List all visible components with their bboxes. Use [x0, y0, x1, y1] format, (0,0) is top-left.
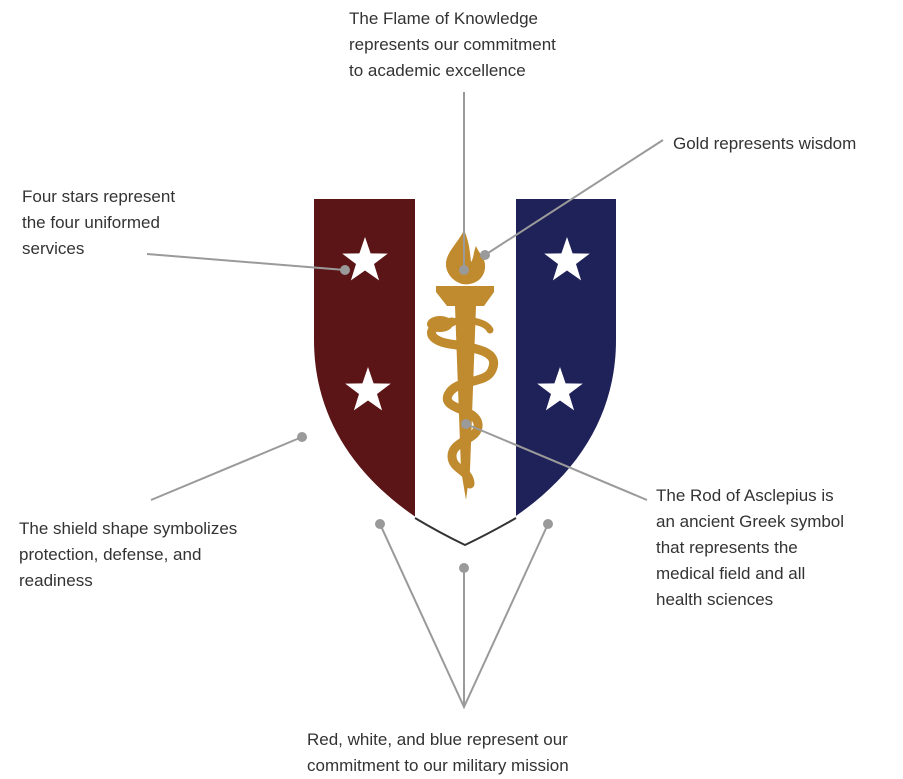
gold-leader-line [484, 139, 664, 256]
serpent-icon [427, 316, 499, 489]
star-icon [537, 367, 583, 411]
blue-panel-dot [543, 519, 553, 529]
star-icon [544, 237, 590, 281]
serpent-head-icon [427, 316, 453, 332]
red-panel-dot [375, 519, 385, 529]
stars-dot [340, 265, 350, 275]
gold-annotation: Gold represents wisdom [673, 134, 857, 153]
torch-icon [436, 230, 494, 500]
flame-annotation: The Flame of Knowledge represents our co… [349, 9, 556, 80]
white-panel-dot [459, 563, 469, 573]
gold-dot [480, 250, 490, 260]
rod-annotation: The Rod of Asclepius is an ancient Greek… [656, 486, 845, 609]
flame-dot [459, 265, 469, 275]
rod-dot [461, 419, 471, 429]
colors-annotation: Red, white, and blue represent our commi… [307, 730, 569, 775]
stars-leader-line [146, 253, 346, 271]
shield-leader-line [150, 436, 303, 501]
rod-icon [455, 306, 476, 500]
shield-annotation: The shield shape symbolizes protection, … [19, 519, 238, 590]
stars-annotation: Four stars represent the four uniformed … [22, 187, 176, 258]
stars [342, 237, 590, 411]
leader-dots [297, 250, 553, 573]
shield-bottom-edge [414, 517, 517, 547]
star-icon [342, 237, 388, 281]
star-icon [345, 367, 391, 411]
flame-icon [445, 230, 486, 285]
rod-leader-line [465, 423, 648, 501]
leader-lines [146, 92, 664, 710]
shield-dot [297, 432, 307, 442]
